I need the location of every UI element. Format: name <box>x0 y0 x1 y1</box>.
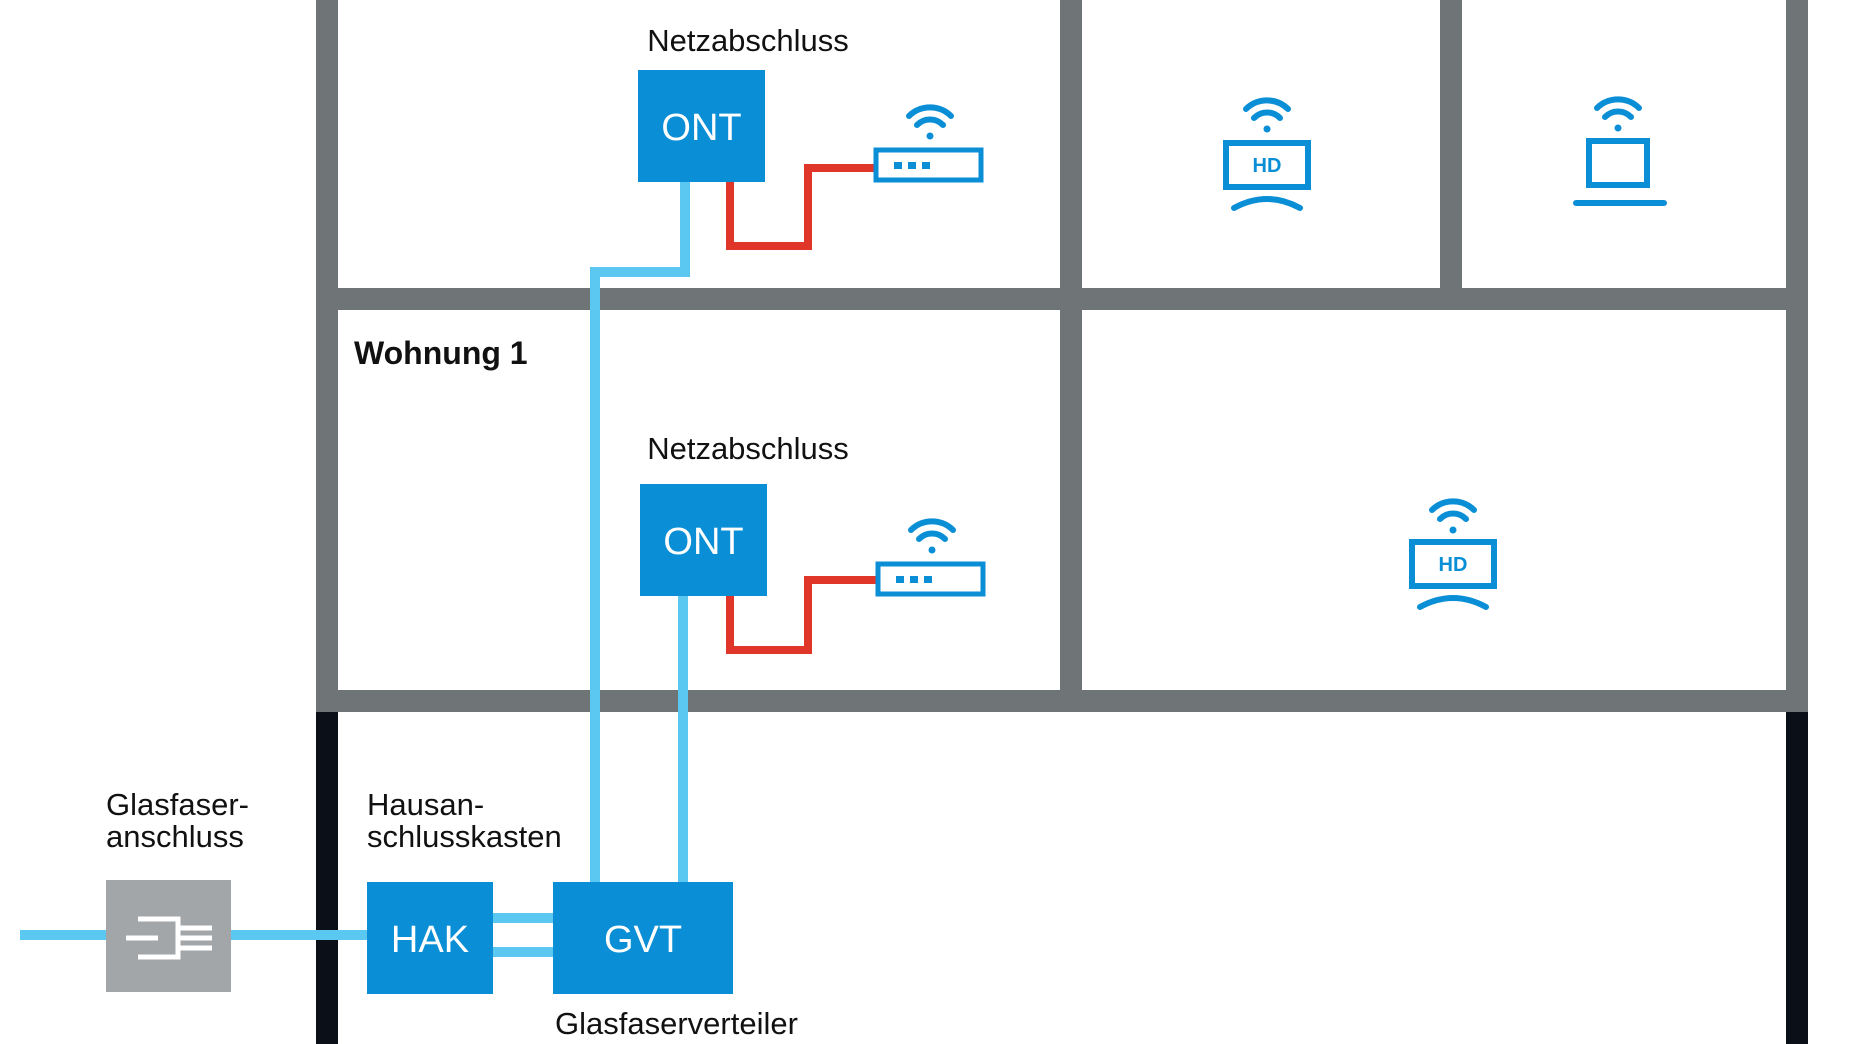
labels: Netzabschluss Netzabschluss Wohnung 1 Gl… <box>106 23 849 1041</box>
wifi-icon <box>1243 97 1291 133</box>
tv-top: HD <box>1223 97 1311 211</box>
ont-mid-box: ONT <box>640 484 767 596</box>
wifi-icon <box>1429 498 1477 534</box>
wohnung-label: Wohnung 1 <box>354 335 528 371</box>
wifi-icon <box>908 518 956 554</box>
tv-mid: HD <box>1409 498 1497 610</box>
ethernet-mid <box>726 576 876 654</box>
netzabschluss-mid-label: Netzabschluss <box>647 431 849 466</box>
fiber-gvt-to-ont-top <box>590 182 690 882</box>
ont-top-label: ONT <box>661 107 741 149</box>
wall-center <box>1060 0 1082 712</box>
gvt-label: GVT <box>604 919 682 961</box>
floor-2 <box>316 690 1808 712</box>
router-top <box>873 104 984 183</box>
ont-mid-label: ONT <box>663 521 743 563</box>
tv-mid-label: HD <box>1439 554 1468 576</box>
basement-wall-right <box>1786 712 1808 1044</box>
tv-top-label: HD <box>1253 155 1282 177</box>
tv-icon <box>1409 539 1497 589</box>
hak-label: HAK <box>391 919 469 961</box>
hak-box: HAK <box>367 882 493 994</box>
ethernet-cables <box>726 164 876 654</box>
router-icon <box>875 561 986 597</box>
wifi-icon <box>1594 96 1642 132</box>
building-walls <box>316 0 1808 1044</box>
floor-1 <box>316 288 1808 310</box>
gvt-box: GVT <box>553 882 733 994</box>
laptop <box>1573 96 1667 206</box>
hausan-label-line1: Hausan- <box>367 787 484 822</box>
fiber-connection-point <box>106 880 231 992</box>
glasfaser-label-line2: anschluss <box>106 819 244 854</box>
router-icon <box>873 147 984 183</box>
wall-left-upper <box>316 0 338 712</box>
wifi-icon <box>906 104 954 140</box>
hausan-label-line2: schlusskasten <box>367 819 562 854</box>
netzabschluss-top-label: Netzabschluss <box>647 23 849 58</box>
ont-top-box: ONT <box>638 70 765 182</box>
glasfaserverteiler-label: Glasfaserverteiler <box>555 1006 798 1041</box>
router-mid <box>875 518 986 597</box>
connector-box <box>106 880 231 992</box>
ethernet-top <box>726 164 876 250</box>
basement-wall-left <box>316 712 338 1044</box>
laptop-icon <box>1586 138 1650 188</box>
wall-right-upper <box>1786 0 1808 712</box>
glasfaser-label-line1: Glasfaser- <box>106 787 249 822</box>
plug-icon <box>126 916 212 960</box>
wall-room-divider-top <box>1440 0 1462 290</box>
tv-icon <box>1223 140 1311 190</box>
